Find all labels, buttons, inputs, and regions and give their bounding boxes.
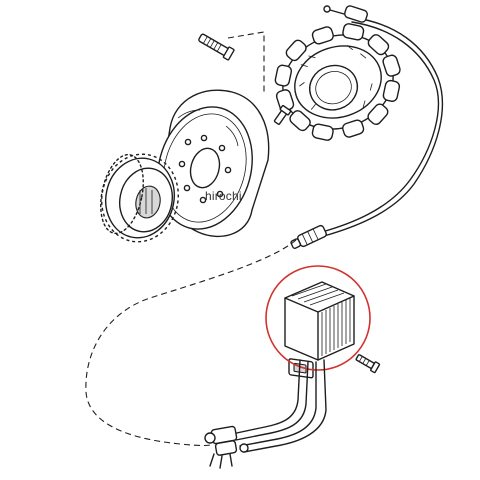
- harness-connector-icon: [204, 425, 249, 469]
- watermark-text: hirochi: [205, 189, 242, 203]
- highlight-circle: [265, 265, 371, 371]
- stator-lead-wire: [321, 5, 444, 237]
- cable-route-dashed: [85, 239, 297, 447]
- wiring-harness-icon: [231, 359, 327, 453]
- sprocket-icon: [100, 153, 179, 243]
- assembly-leader-line: [227, 31, 265, 95]
- rotor-flywheel-icon: [157, 89, 270, 237]
- stator-coil-icon: [274, 23, 401, 141]
- screw-icon: [273, 104, 292, 125]
- connector-plug-icon: [290, 224, 327, 249]
- bolt-icon: [198, 33, 235, 61]
- regulator-bolt-icon: [355, 354, 381, 374]
